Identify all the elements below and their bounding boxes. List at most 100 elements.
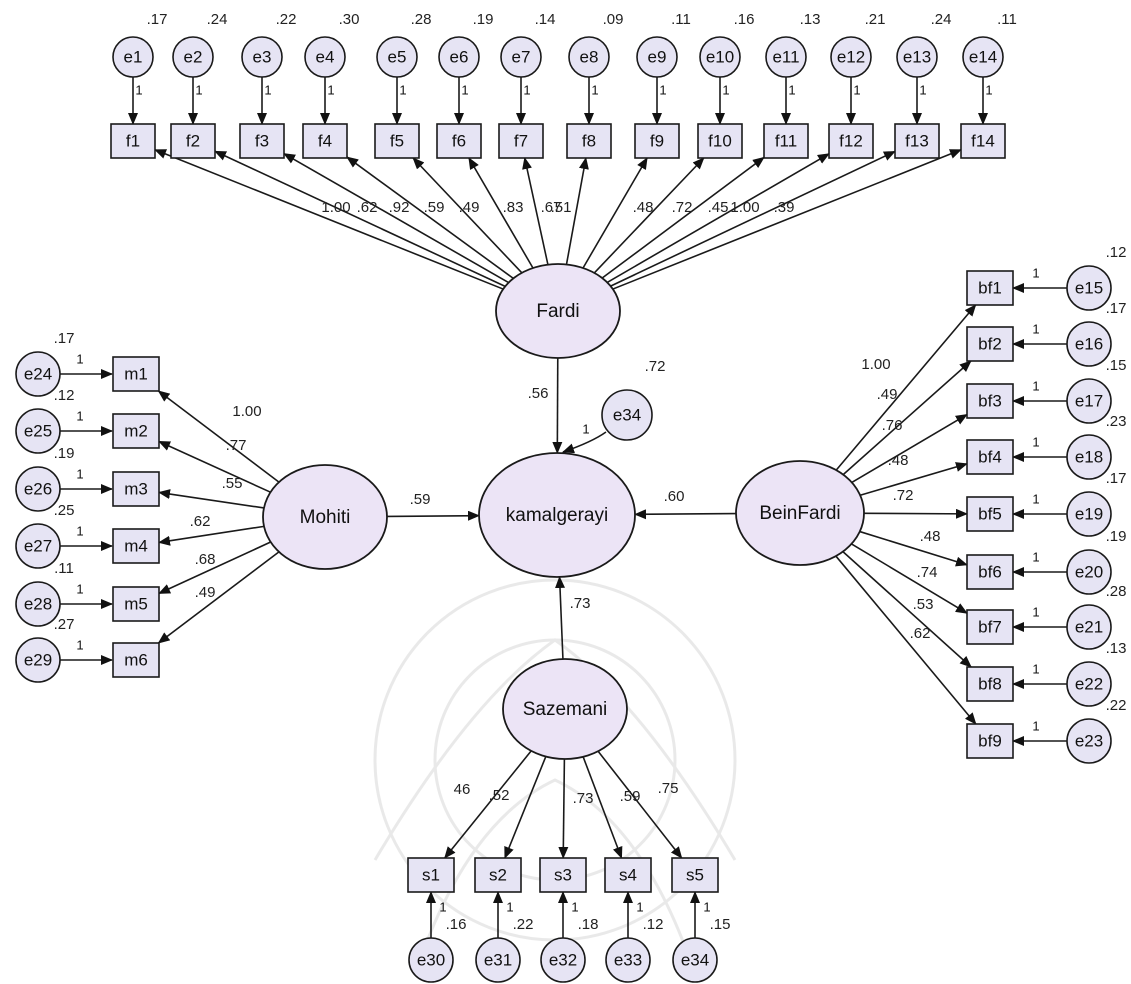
fardi-fixed-10: 1 bbox=[788, 82, 795, 97]
sazemani-error-2-label: e32 bbox=[549, 950, 577, 969]
mohiti-error-4-circle bbox=[15, 581, 61, 627]
sazemani-loading-path-0 bbox=[444, 750, 532, 859]
sazemani-error-2-circle bbox=[540, 937, 586, 983]
fardi-item-8-label: f9 bbox=[650, 131, 664, 150]
sazemani-loading-path-3 bbox=[582, 756, 623, 859]
fardi-error-9-label: e10 bbox=[706, 47, 734, 66]
beinfardi-loading-1: .49 bbox=[877, 386, 898, 403]
fardi-loading-path-4 bbox=[412, 157, 523, 274]
fardi-loading-path-12 bbox=[610, 150, 896, 287]
fardi-loading-path-11 bbox=[606, 153, 830, 284]
beinfardi-loading-path-4 bbox=[863, 508, 968, 519]
mohiti-error-variance-1: .12 bbox=[54, 387, 75, 404]
mohiti-item-5-box bbox=[112, 642, 160, 678]
fardi-item-13-label: f14 bbox=[971, 131, 995, 150]
fardi-item-9-box bbox=[697, 123, 743, 159]
mohiti-error-2-circle bbox=[15, 466, 61, 512]
beinfardi-fixed-3: 1 bbox=[1032, 434, 1039, 449]
fardi-loading-8: .48 bbox=[633, 199, 654, 216]
mohiti-fixed-3: 1 bbox=[76, 523, 83, 538]
mohiti-loading-path-0 bbox=[157, 390, 280, 483]
mohiti-item-1-box bbox=[112, 413, 160, 449]
fardi-loading-path-6 bbox=[522, 157, 549, 265]
fardi-item-5-label: f6 bbox=[452, 131, 466, 150]
beinfardi-fixed-1: 1 bbox=[1032, 321, 1039, 336]
beinfardi-item-1-label: bf2 bbox=[978, 334, 1002, 353]
structural-path-3 bbox=[555, 575, 566, 660]
fardi-fixed-7: 1 bbox=[591, 82, 598, 97]
sazemani-item-4-label: s5 bbox=[686, 865, 704, 884]
fardi-fixed-1: 1 bbox=[195, 82, 202, 97]
beinfardi-item-5-box bbox=[966, 554, 1014, 590]
fardi-error-9-circle bbox=[699, 36, 741, 78]
sazemani-loading-path-1 bbox=[504, 756, 547, 859]
fardi-loading-0: 1.00 bbox=[321, 199, 350, 216]
structural-path-1 bbox=[386, 510, 481, 521]
fardi-loading-path-9 bbox=[593, 157, 705, 274]
structural-error-fixed: 1 bbox=[582, 421, 589, 436]
fardi-item-2-box bbox=[239, 123, 285, 159]
beinfardi-error-variance-7: .13 bbox=[1106, 640, 1127, 657]
mohiti-loading-3: .62 bbox=[190, 513, 211, 530]
beinfardi-loading-7: .53 bbox=[913, 596, 934, 613]
beinfardi-item-2-box bbox=[966, 383, 1014, 419]
fardi-item-1-label: f2 bbox=[186, 131, 200, 150]
fardi-error-6-circle bbox=[500, 36, 542, 78]
beinfardi-error-6-label: e21 bbox=[1075, 617, 1103, 636]
fardi-item-6-label: f7 bbox=[514, 131, 528, 150]
sazemani-error-variance-1: .22 bbox=[513, 916, 534, 933]
fardi-error-7-circle bbox=[568, 36, 610, 78]
beinfardi-error-8-circle bbox=[1066, 718, 1112, 764]
sazemani-item-2-label: s3 bbox=[554, 865, 572, 884]
sazemani-fixed-4: 1 bbox=[703, 899, 710, 914]
fardi-item-5-box bbox=[436, 123, 482, 159]
mohiti-fixed-5: 1 bbox=[76, 637, 83, 652]
fardi-loading-7: .51 bbox=[551, 199, 572, 216]
beinfardi-loading-path-7 bbox=[842, 551, 972, 668]
beinfardi-loading-3: .48 bbox=[888, 452, 909, 469]
beinfardi-error-3-circle bbox=[1066, 434, 1112, 480]
fardi-loading-9: .72 bbox=[672, 199, 693, 216]
fardi-item-3-label: f4 bbox=[318, 131, 332, 150]
mohiti-loading-5: .49 bbox=[195, 584, 216, 601]
mohiti-item-4-label: m5 bbox=[124, 594, 148, 613]
beinfardi-item-8-box bbox=[966, 723, 1014, 759]
fardi-loading-11: 1.00 bbox=[730, 199, 759, 216]
beinfardi-loading-path-6 bbox=[851, 543, 968, 614]
beinfardi-fixed-7: 1 bbox=[1032, 661, 1039, 676]
fardi-error-10-label: e11 bbox=[772, 47, 799, 66]
sazemani-loading-path-2 bbox=[558, 758, 569, 859]
fardi-fixed-8: 1 bbox=[659, 82, 666, 97]
beinfardi-item-3-box bbox=[966, 439, 1014, 475]
mohiti-error-5-label: e29 bbox=[24, 650, 52, 669]
latent-kamalgerayi-label: kamalgerayi bbox=[506, 505, 608, 526]
beinfardi-fixed-5: 1 bbox=[1032, 549, 1039, 564]
fardi-fixed-13: 1 bbox=[985, 82, 992, 97]
sazemani-error-1-label: e31 bbox=[484, 950, 512, 969]
sazemani-item-1-box bbox=[474, 857, 522, 893]
beinfardi-item-2-label: bf3 bbox=[978, 391, 1002, 410]
sazemani-error-0-label: e30 bbox=[417, 950, 445, 969]
beinfardi-error-variance-6: .28 bbox=[1106, 583, 1127, 600]
latent-mohiti-ellipse bbox=[262, 464, 388, 570]
mohiti-loading-path-5 bbox=[157, 551, 280, 644]
mohiti-loading-0: 1.00 bbox=[232, 403, 261, 420]
mohiti-item-0-box bbox=[112, 356, 160, 392]
fardi-error-12-label: e13 bbox=[903, 47, 931, 66]
beinfardi-item-3-label: bf4 bbox=[978, 447, 1002, 466]
mohiti-loading-path-4 bbox=[158, 541, 271, 595]
mohiti-item-0-label: m1 bbox=[124, 364, 148, 383]
beinfardi-error-7-circle bbox=[1066, 661, 1112, 707]
mohiti-item-1-label: m2 bbox=[124, 421, 148, 440]
sazemani-fixed-2: 1 bbox=[571, 899, 578, 914]
beinfardi-loading-path-3 bbox=[859, 462, 968, 497]
sazemani-item-4-box bbox=[671, 857, 719, 893]
mohiti-error-variance-2: .19 bbox=[54, 445, 75, 462]
mohiti-error-3-circle bbox=[15, 523, 61, 569]
fardi-loading-5: .83 bbox=[503, 199, 524, 216]
sazemani-error-1-circle bbox=[475, 937, 521, 983]
fardi-loading-path-3 bbox=[346, 156, 514, 280]
fardi-error-variance-7: .09 bbox=[603, 11, 624, 28]
fardi-loading-path-7 bbox=[565, 157, 589, 265]
beinfardi-error-4-label: e19 bbox=[1075, 504, 1103, 523]
